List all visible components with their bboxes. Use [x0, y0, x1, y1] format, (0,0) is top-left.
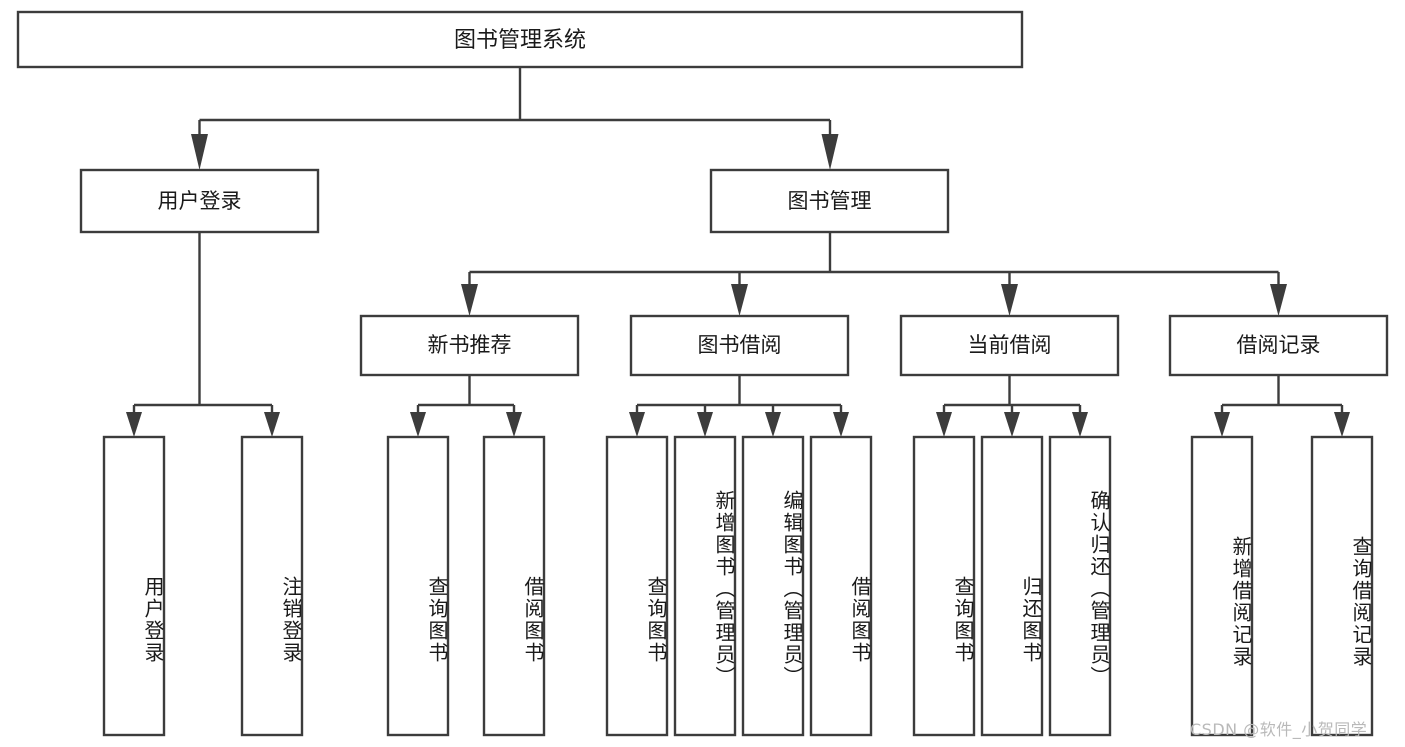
node-user-login-label: 用户登录	[158, 189, 242, 213]
node-leaf-add-book-admin-rect[interactable]	[673, 435, 737, 737]
node-root[interactable]: 图书管理系统	[16, 10, 1024, 69]
node-leaf-query-borrow-record-rect[interactable]	[1310, 435, 1374, 737]
arrow-head-leaf-confirm-return-admin	[1072, 412, 1088, 437]
arrow-head-leaf-user-login	[126, 412, 142, 437]
arrow-head-user-login	[191, 134, 208, 170]
node-leaf-add-borrow-record-rect[interactable]	[1190, 435, 1254, 737]
node-current-borrow-rect[interactable]	[899, 314, 1120, 377]
connector-group-bookmgmt-to-level2	[461, 232, 1287, 316]
arrow-head-leaf-add-book-admin	[697, 412, 713, 437]
node-leaf-logout-rect[interactable]	[240, 435, 304, 737]
arrow-head-leaf-add-borrow-record	[1214, 412, 1230, 437]
node-leaf-user-login-rect[interactable]	[102, 435, 166, 737]
node-book-management[interactable]: 图书管理	[709, 168, 950, 234]
leaf-boxes	[102, 435, 1374, 737]
node-book-management-label: 图书管理	[788, 189, 872, 213]
node-borrow-records[interactable]: 借阅记录	[1168, 314, 1389, 377]
node-leaf-query-books-current-rect[interactable]	[912, 435, 976, 737]
node-leaf-borrow-books-recommend-rect[interactable]	[482, 435, 546, 737]
node-root-rect[interactable]	[16, 10, 1024, 69]
arrow-head-new-book-recommend	[461, 284, 478, 316]
node-book-borrow-rect[interactable]	[629, 314, 850, 377]
arrow-head-leaf-edit-book-admin	[765, 412, 781, 437]
node-current-borrow-label: 当前借阅	[968, 333, 1052, 357]
node-new-book-recommend[interactable]: 新书推荐	[359, 314, 580, 377]
node-new-book-recommend-rect[interactable]	[359, 314, 580, 377]
node-user-login-rect[interactable]	[79, 168, 320, 234]
node-leaf-borrow-books-rect[interactable]	[809, 435, 873, 737]
node-leaf-confirm-return-admin-rect[interactable]	[1048, 435, 1112, 737]
csdn-watermark: CSDN @软件_小贺同学	[1190, 720, 1368, 739]
arrow-head-leaf-borrow-books	[833, 412, 849, 437]
node-user-login[interactable]: 用户登录	[79, 168, 320, 234]
arrow-head-borrow-records	[1270, 284, 1287, 316]
connector-group-newbook-to-leaves	[410, 375, 522, 437]
connector-group-borrowrecords-to-leaves	[1214, 375, 1350, 437]
node-book-management-rect[interactable]	[709, 168, 950, 234]
node-leaf-edit-book-admin-rect[interactable]	[741, 435, 805, 737]
node-root-label: 图书管理系统	[454, 28, 586, 53]
arrow-head-leaf-query-books-recommend	[410, 412, 426, 437]
node-leaf-query-books-recommend-rect[interactable]	[386, 435, 450, 737]
arrow-head-current-borrow	[1001, 284, 1018, 316]
node-current-borrow[interactable]: 当前借阅	[899, 314, 1120, 377]
arrow-head-leaf-return-books	[1004, 412, 1020, 437]
arrow-head-book-borrow	[731, 284, 748, 316]
arrow-head-leaf-logout	[264, 412, 280, 437]
arrow-head-leaf-query-books-borrow	[629, 412, 645, 437]
arrow-head-leaf-borrow-books-recommend	[506, 412, 522, 437]
node-borrow-records-rect[interactable]	[1168, 314, 1389, 377]
connector-group-currentborrow-to-leaves	[936, 375, 1088, 437]
node-new-book-recommend-label: 新书推荐	[428, 333, 512, 357]
node-book-borrow[interactable]: 图书借阅	[629, 314, 850, 377]
node-leaf-query-books-borrow-rect[interactable]	[605, 435, 669, 737]
arrow-head-leaf-query-books-current	[936, 412, 952, 437]
arrow-head-leaf-query-borrow-record	[1334, 412, 1350, 437]
connector-group-userlogin-to-leaves	[126, 232, 280, 437]
connector-group-bookborrow-to-leaves	[629, 375, 849, 437]
node-borrow-records-label: 借阅记录	[1237, 333, 1321, 357]
arrow-head-book-management	[821, 134, 839, 170]
connector-group-root-to-level1	[191, 67, 839, 170]
node-leaf-return-books-rect[interactable]	[980, 435, 1044, 737]
node-book-borrow-label: 图书借阅	[698, 333, 782, 357]
